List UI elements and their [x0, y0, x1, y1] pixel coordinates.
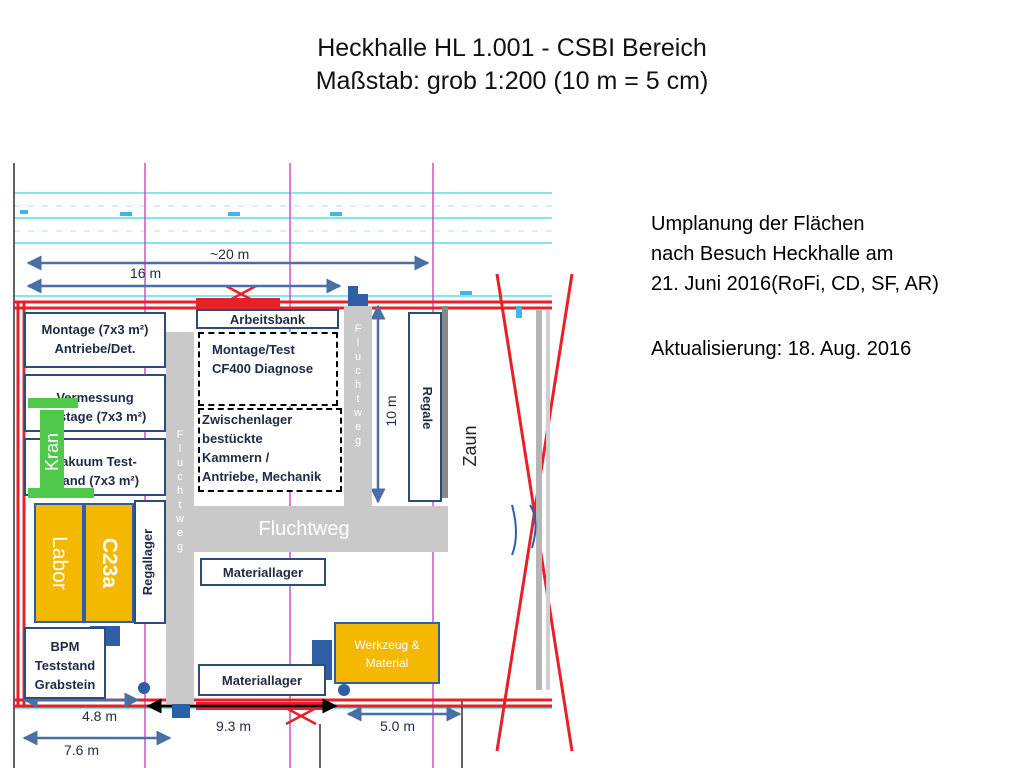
dimension-4-8m: 4.8 m: [82, 708, 118, 724]
area-montage-line-1: Montage (7x3 m²): [41, 322, 149, 337]
area-arbeitsbank: Arbeitsbank: [196, 309, 339, 329]
fluchtweg-letter: c: [355, 365, 361, 377]
zwischenlager-line-4: Antriebe, Mechanik: [202, 469, 322, 484]
fluchtweg-letter: l: [356, 337, 360, 349]
kran-top-beam: [28, 398, 78, 408]
area-labor: [34, 503, 84, 623]
kran-rail: [40, 410, 64, 496]
fluchtweg-letter: h: [354, 379, 362, 391]
fluchtweg-letter: c: [177, 471, 183, 483]
area-werkzeug-material: Werkzeug & Material: [334, 622, 440, 684]
bpm-line-3: Grabstein: [34, 677, 96, 692]
fluchtweg-letter: F: [176, 429, 184, 441]
fluchtweg-letter: u: [354, 351, 362, 363]
bpm-line-2: Teststand: [34, 658, 96, 673]
area-vermessung-line-2: Justage (7x3 m²): [43, 409, 147, 424]
zwischenlager-line-1: Zwischenlager: [202, 412, 293, 427]
fluchtweg-vertical-left: F l u c h t w e g: [170, 428, 190, 554]
kran-bottom-beam: [28, 488, 94, 498]
title-line-1: Heckhalle HL 1.001 - CSBI Bereich: [317, 34, 707, 62]
fluchtweg-letter: w: [354, 407, 362, 419]
zwischenlager-line-3: Kammern /: [202, 450, 270, 465]
corridor-horizontal: [194, 506, 448, 552]
regale-label: Regale: [420, 386, 435, 430]
fluchtweg-letter: u: [176, 457, 184, 469]
area-regale: [408, 312, 442, 502]
note-line-2: nach Besuch Heckhalle am: [651, 243, 894, 265]
note-line-4: Aktualisierung: 18. Aug. 2016: [651, 338, 912, 360]
werkzeug-line-1: Werkzeug &: [354, 638, 420, 652]
fluchtweg-letter: l: [178, 443, 182, 455]
zwischenlager-line-2: bestückte: [202, 431, 263, 446]
dimension-20m: ~20 m: [210, 246, 250, 262]
bpm-line-1: BPM: [50, 639, 80, 654]
area-materiallager-1: Materiallager: [200, 558, 326, 586]
zaun-label: Zaun: [460, 425, 480, 467]
area-montage-test: Montage/Test CF400 Diagnose: [198, 332, 338, 406]
area-vakuum-line-1: Vakuum Test-: [53, 454, 137, 469]
note-line-3: 21. Juni 2016(RoFi, CD, SF, AR): [651, 273, 939, 295]
fluchtweg-letter: w: [176, 513, 184, 525]
note-line-1: Umplanung der Flächen: [651, 213, 865, 235]
area-materiallager-2: Materiallager: [198, 664, 326, 696]
dimension-9-3m: 9.3 m: [216, 718, 252, 734]
labor-label: Labor: [48, 536, 71, 590]
title-line-2: Maßstab: grob 1:200 (10 m = 5 cm): [315, 67, 709, 95]
kran-label: Kran: [42, 432, 62, 472]
area-montage-line-2: Antriebe/Det.: [54, 341, 136, 356]
fluchtweg-letter: g: [354, 435, 362, 447]
dimension-5-0m: 5.0 m: [380, 718, 416, 734]
area-c23a: [84, 503, 134, 623]
c23a-label: C23a: [98, 537, 121, 589]
regallager-label: Regallager: [140, 528, 155, 596]
area-bpm-teststand: BPM Teststand Grabstein: [24, 627, 106, 699]
area-regallager: [134, 500, 166, 624]
dimension-10m: 10 m: [383, 395, 399, 427]
fluchtweg-letter: t: [178, 499, 182, 511]
fluchtweg-letter: e: [176, 527, 184, 539]
fluchtweg-letter: F: [354, 323, 362, 335]
dimension-7-6m: 7.6 m: [64, 742, 100, 758]
fluchtweg-letter: t: [356, 393, 360, 405]
fluchtweg-letter: e: [354, 421, 362, 433]
area-vakuum-line-2: stand (7x3 m²): [50, 473, 140, 488]
fluchtweg-vertical-middle: F l u c h t w e g: [348, 322, 368, 448]
montage-test-line-2: CF400 Diagnose: [212, 361, 314, 376]
fluchtweg-letter: g: [176, 541, 184, 553]
dimension-16m: 16 m: [130, 265, 162, 281]
area-zwischenlager: Zwischenlager bestückte Kammern / Antrie…: [198, 408, 342, 492]
werkzeug-line-2: Material: [365, 656, 409, 670]
fluchtweg-letter: h: [176, 485, 184, 497]
corridor-left: [166, 332, 194, 704]
montage-test-line-1: Montage/Test: [212, 342, 295, 357]
corridor-middle: [344, 306, 372, 506]
area-montage-antriebe: Montage (7x3 m²) Antriebe/Det.: [24, 312, 166, 368]
fluchtweg-label: Fluchtweg: [258, 518, 350, 540]
